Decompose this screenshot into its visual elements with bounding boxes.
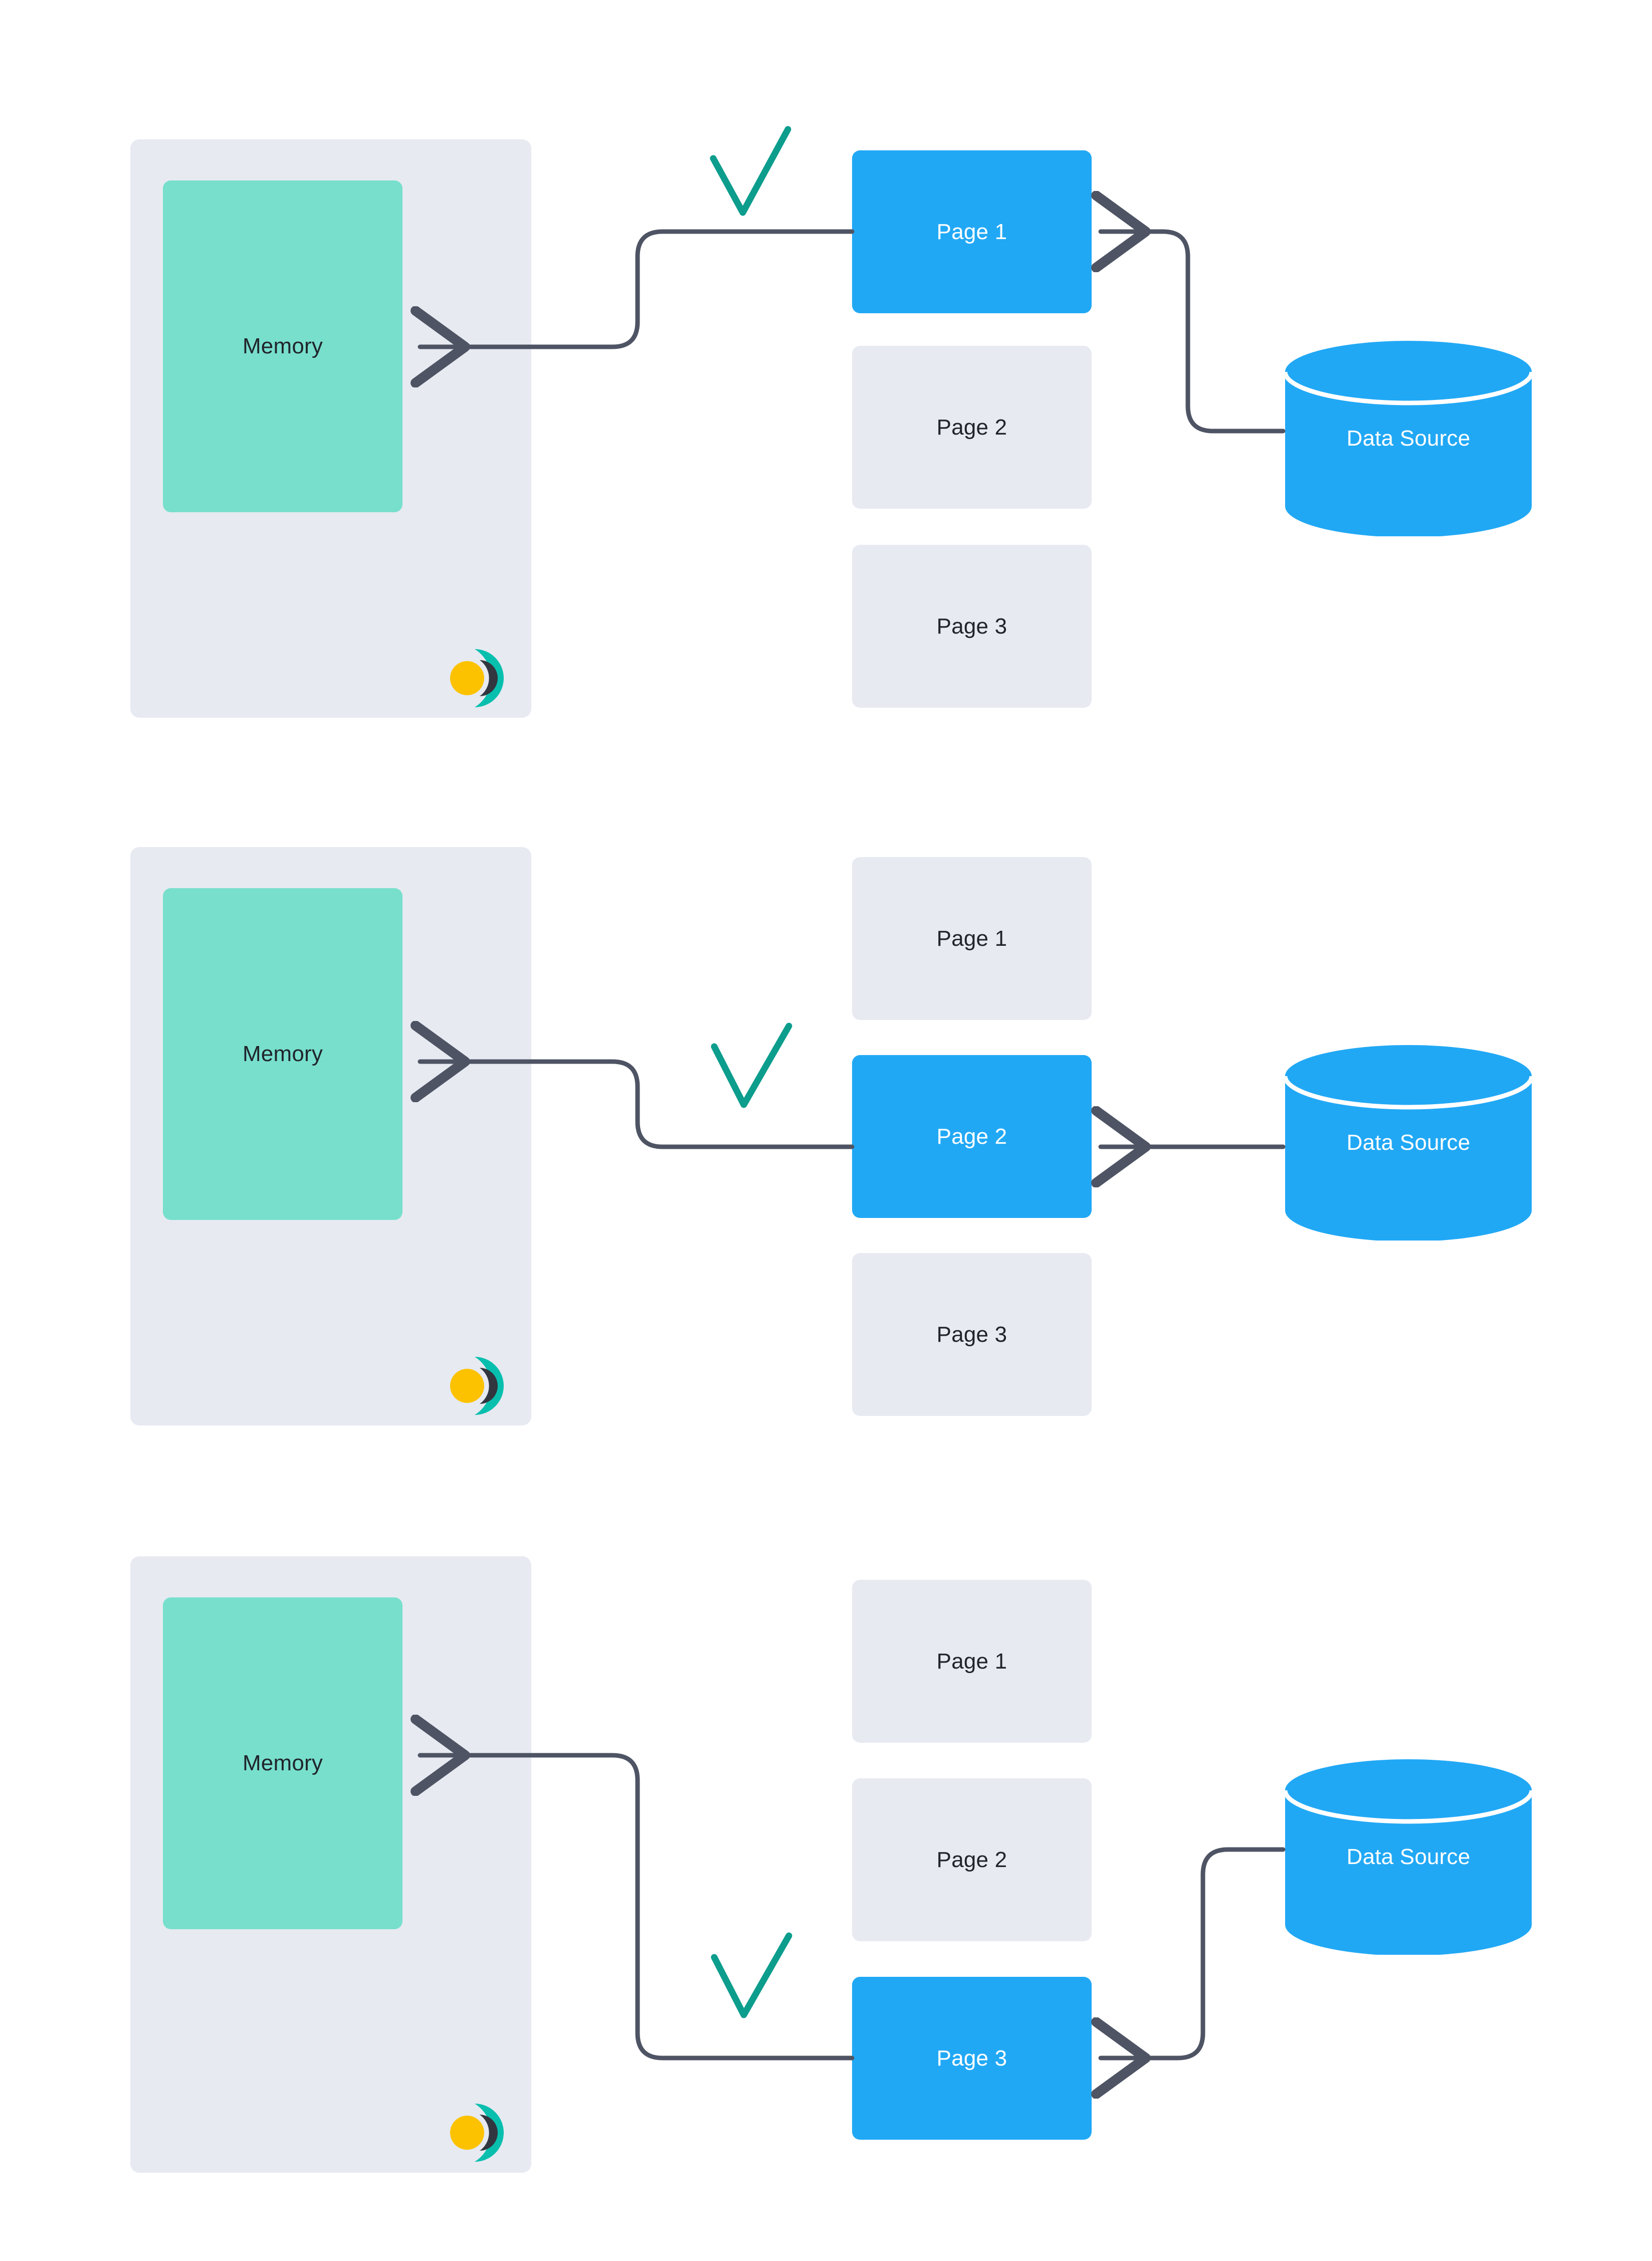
page-box-2-2[interactable]: Page 2 (852, 1055, 1092, 1218)
memory-label: Memory (242, 1042, 323, 1066)
page-label: Page 3 (936, 613, 1007, 639)
data-source-label: Data Source (1346, 426, 1471, 451)
memory-panel-2: Memory (130, 847, 531, 1425)
page-box-3-3[interactable]: Page 3 (852, 1977, 1092, 2140)
data-source-label: Data Source (1346, 1130, 1471, 1155)
page-label: Page 1 (936, 926, 1007, 951)
page-label: Page 3 (936, 1322, 1007, 1347)
moon-dot-logo-icon (444, 643, 519, 713)
memory-box-2: Memory (163, 888, 402, 1220)
checkmark-icon-2 (711, 1022, 792, 1108)
memory-panel-1: Memory (130, 139, 531, 718)
page-label: Page 1 (936, 1649, 1007, 1674)
memory-box-3: Memory (163, 1597, 402, 1929)
connector-datasource-to-page1-1 (1101, 232, 1286, 434)
page-box-1-3[interactable]: Page 3 (852, 545, 1092, 708)
data-source-cylinder-3: Data Source (1283, 1759, 1534, 1956)
data-source-cylinder-1: Data Source (1283, 341, 1534, 537)
connector-datasource-to-page3-3 (1101, 1847, 1286, 2058)
page-label: Page 1 (936, 219, 1007, 244)
page-box-3-1[interactable]: Page 1 (852, 1580, 1092, 1743)
checkmark-icon-3 (711, 1932, 792, 2018)
page-label: Page 2 (936, 415, 1007, 440)
page-box-2-3[interactable]: Page 3 (852, 1253, 1092, 1416)
data-source-cylinder-2: Data Source (1283, 1045, 1534, 1242)
data-source-label: Data Source (1346, 1844, 1471, 1869)
memory-label: Memory (242, 1751, 323, 1775)
page-label: Page 3 (936, 2045, 1007, 2071)
memory-box-1: Memory (163, 180, 402, 512)
memory-panel-3: Memory (130, 1556, 531, 2173)
page-box-2-1[interactable]: Page 1 (852, 857, 1092, 1020)
moon-dot-logo-icon (444, 2098, 519, 2168)
page-label: Page 2 (936, 1847, 1007, 1872)
page-label: Page 2 (936, 1124, 1007, 1149)
page-box-1-2[interactable]: Page 2 (852, 346, 1092, 509)
page-box-1-1[interactable]: Page 1 (852, 150, 1092, 313)
page-box-3-2[interactable]: Page 2 (852, 1778, 1092, 1941)
moon-dot-logo-icon (444, 1351, 519, 1421)
memory-label: Memory (242, 334, 323, 358)
checkmark-icon-1 (710, 126, 791, 216)
